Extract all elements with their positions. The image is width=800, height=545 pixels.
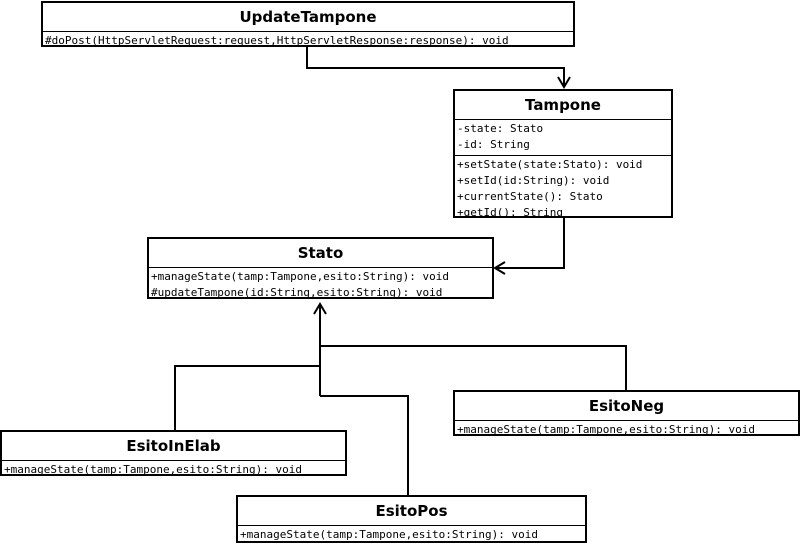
class-name: Tampone <box>455 91 671 120</box>
method: #updateTampone(id:String,esito:String): … <box>151 286 443 299</box>
class-name: UpdateTampone <box>43 3 573 32</box>
class-name: EsitoNeg <box>455 392 798 421</box>
generalization-esitoinelab <box>174 365 320 431</box>
methods-section: +manageState(tamp:Tampone,esito:String):… <box>149 268 492 303</box>
method: +manageState(tamp:Tampone,esito:String):… <box>151 270 450 283</box>
arrowhead-tampone <box>557 76 571 89</box>
method: +manageState(tamp:Tampone,esito:String):… <box>240 528 539 541</box>
methods-section: +setState(state:Stato): void +setId(id:S… <box>455 155 671 223</box>
attribute: -id: String <box>457 138 530 151</box>
generalization-esitoneg <box>320 345 627 391</box>
methods-section: +manageState(tamp:Tampone,esito:String):… <box>238 526 585 545</box>
method: +setState(state:Stato): void <box>457 158 643 171</box>
class-esitopos[interactable]: EsitoPos +manageState(tamp:Tampone,esito… <box>236 495 587 543</box>
method: +currentState(): Stato <box>457 190 603 203</box>
class-name: EsitoPos <box>238 497 585 526</box>
class-stato[interactable]: Stato +manageState(tamp:Tampone,esito:St… <box>147 237 494 299</box>
class-esitoinelab[interactable]: EsitoInElab +manageState(tamp:Tampone,es… <box>0 430 347 476</box>
class-esitoneg[interactable]: EsitoNeg +manageState(tamp:Tampone,esito… <box>453 390 800 436</box>
attribute: -state: Stato <box>457 122 544 135</box>
method: +manageState(tamp:Tampone,esito:String):… <box>457 423 756 436</box>
class-updatetampone[interactable]: UpdateTampone #doPost(HttpServletRequest… <box>41 1 575 47</box>
association-updatetampone-tampone <box>306 46 565 86</box>
attributes-section: -state: Stato -id: String <box>455 120 671 155</box>
methods-section: +manageState(tamp:Tampone,esito:String):… <box>455 421 798 440</box>
generalization-esitopos <box>320 395 409 496</box>
class-name: EsitoInElab <box>2 432 345 461</box>
arrowhead-stato-right <box>493 261 506 275</box>
methods-section: #doPost(HttpServletRequest:request,HttpS… <box>43 32 573 51</box>
class-tampone[interactable]: Tampone -state: Stato -id: String +setSt… <box>453 89 673 219</box>
association-tampone-stato <box>496 217 565 269</box>
method: +manageState(tamp:Tampone,esito:String):… <box>4 463 303 476</box>
arrowhead-stato-bottom <box>313 302 327 315</box>
method: +getId(): String <box>457 206 563 219</box>
method: #doPost(HttpServletRequest:request,HttpS… <box>45 34 509 47</box>
method: +setId(id:String): void <box>457 174 610 187</box>
methods-section: +manageState(tamp:Tampone,esito:String):… <box>2 461 345 480</box>
class-name: Stato <box>149 239 492 268</box>
